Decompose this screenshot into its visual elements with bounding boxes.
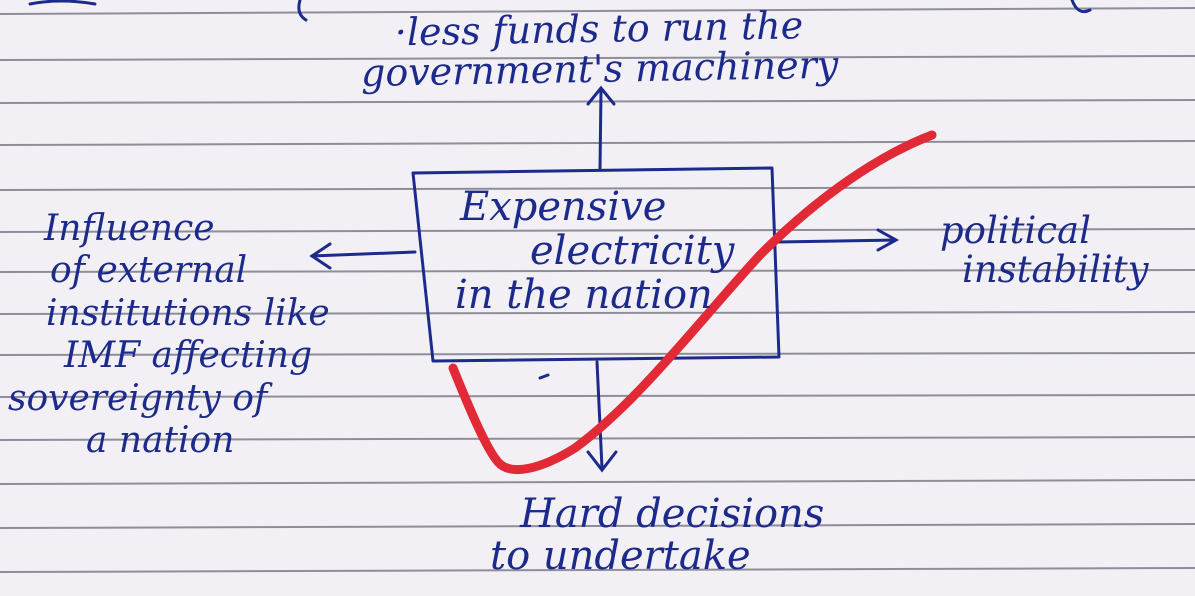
left-note: Influence of external institutions like …	[8, 208, 330, 463]
arrow-left	[309, 242, 417, 270]
center-box-line-1: Expensive	[460, 184, 667, 230]
bottom-note: Hard decisions to undertake	[490, 493, 824, 577]
arrow-down	[586, 360, 618, 473]
right-note-line-1: political	[940, 209, 1091, 252]
top-note: ·less funds to run the government's mach…	[360, 3, 839, 95]
left-note-line-5: sovereignty of	[8, 377, 268, 419]
arrow-up	[586, 85, 616, 172]
stray-pen-mark	[538, 373, 550, 380]
left-note-line-1: Influence	[44, 208, 215, 249]
right-note: political instability	[940, 209, 1149, 291]
center-box-text: Expensive electricity in the nation	[440, 185, 734, 317]
center-box	[411, 166, 781, 363]
right-note-line-2: instability	[962, 247, 1149, 291]
red-check-mark	[448, 130, 937, 474]
cropped-top-strokes	[28, 0, 1092, 22]
ruled-lines	[0, 7, 1195, 573]
left-note-line-4: IMF affecting	[64, 335, 313, 377]
center-box-line-2: electricity	[530, 228, 735, 274]
center-box-line-3: in the nation	[455, 272, 713, 318]
bottom-note-line-2: to undertake	[490, 533, 751, 579]
left-note-line-2: of external	[50, 250, 248, 292]
left-note-line-6: a nation	[86, 420, 235, 462]
top-note-line-2: government's machinery	[360, 42, 839, 95]
left-note-line-3: institutions like	[46, 292, 330, 334]
arrow-right	[776, 228, 900, 252]
bottom-note-line-1: Hard decisions	[520, 491, 825, 537]
